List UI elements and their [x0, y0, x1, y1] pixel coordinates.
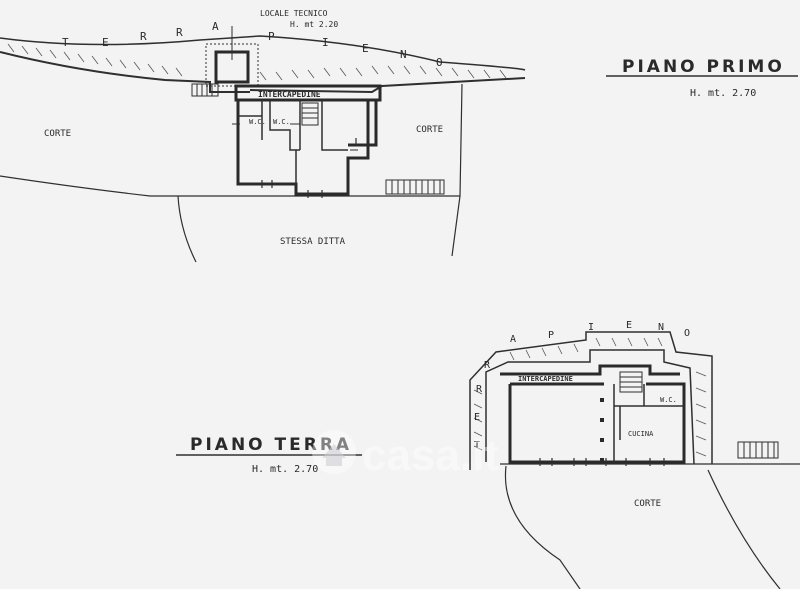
intercapedine-strip-upper — [234, 84, 382, 102]
terrapieno-letter: N — [400, 48, 407, 61]
terrapieno-letter: E — [474, 412, 480, 423]
terrapieno-letter: R — [476, 384, 483, 395]
terrapieno-letter: I — [322, 36, 329, 49]
railing-lower — [737, 441, 779, 459]
terrapieno-letter: O — [684, 328, 690, 339]
piano-primo-height: H. mt. 2.70 — [690, 88, 756, 99]
locale-tecnico-height: H. mt 2.20 — [290, 20, 338, 29]
piano-terra-height: H. mt. 2.70 — [252, 464, 318, 475]
railing-upper — [385, 179, 445, 195]
terrapieno-letter: R — [176, 26, 183, 39]
terrapieno-letter: N — [658, 322, 664, 333]
cucina-label: CUCINA — [628, 430, 654, 438]
wc-label-lower: W.C. — [660, 396, 677, 404]
piano-primo-plan: T E R R A P I E N O LOCALE TECNICO H. mt… — [0, 9, 798, 263]
piano-primo-building: W.C. W.C. — [232, 100, 378, 198]
corte-lower-label: CORTE — [634, 499, 661, 509]
piano-primo-title: PIANO PRIMO — [622, 57, 785, 77]
terrapieno-letter: T — [474, 440, 480, 451]
piano-terra-building: W.C. CUCINA — [508, 371, 686, 466]
piano-terra-title: PIANO TERRA — [190, 435, 352, 455]
terrapieno-letter: R — [140, 30, 147, 43]
terrapieno-letter: A — [212, 20, 219, 33]
terrapieno-letter: O — [436, 56, 443, 69]
watermark: casa.it — [312, 430, 499, 480]
house-icon — [312, 430, 356, 474]
corte-right-label: CORTE — [416, 125, 443, 135]
terrapieno-letter: E — [626, 320, 632, 331]
terrapieno-letter: E — [362, 42, 369, 55]
terrapieno-letter: A — [510, 334, 516, 345]
wc-label-right: W.C. — [273, 118, 290, 126]
corte-left-label: CORTE — [44, 129, 71, 139]
terrapieno-letter: T — [62, 36, 69, 49]
terrapieno-label-upper: T E R R A P I E N O — [62, 20, 443, 69]
watermark-text: casa.it — [362, 431, 499, 480]
terrapieno-label-lower: T E R R A P I E N O — [474, 320, 690, 451]
locale-tecnico-label: LOCALE TECNICO — [260, 9, 328, 18]
terrapieno-hatching-lower — [473, 337, 707, 457]
intercapedine-label-upper: INTERCAPEDINE — [258, 90, 321, 99]
stairs-left — [191, 83, 219, 97]
terrapieno-letter: E — [102, 36, 109, 49]
stessa-ditta-label: STESSA DITTA — [280, 237, 346, 247]
intercapedine-label-lower: INTERCAPEDINE — [518, 375, 573, 383]
terrapieno-letter: I — [588, 322, 594, 333]
wc-label-left: W.C. — [249, 118, 266, 126]
terrapieno-hatching — [7, 43, 507, 81]
terrapieno-letter: P — [268, 30, 275, 43]
terrapieno-letter: P — [548, 330, 554, 341]
terrapieno-letter: R — [484, 360, 491, 371]
